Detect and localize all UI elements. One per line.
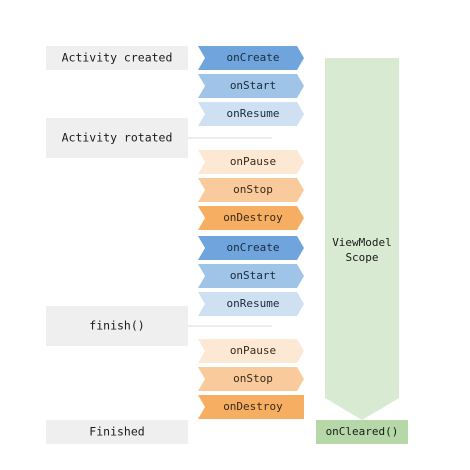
step-chevron — [198, 102, 304, 126]
on-cleared-label: onCleared() — [326, 425, 399, 438]
scope-label-line1: ViewModel — [332, 236, 392, 249]
event-text: Activity created — [62, 51, 173, 65]
step-label: onDestroy — [223, 211, 283, 224]
step-chevron — [198, 74, 304, 98]
lifecycle-step-onpause: onPause — [198, 150, 304, 174]
step-label: onResume — [227, 297, 280, 310]
event-text: Activity rotated — [62, 131, 173, 145]
scope-label-line2: Scope — [345, 251, 378, 264]
step-chevron — [198, 236, 304, 260]
event-box — [46, 118, 188, 158]
step-label: onPause — [230, 155, 276, 168]
event-text: finish() — [89, 319, 144, 333]
step-label: onDestroy — [223, 400, 283, 413]
step-chevron — [198, 178, 304, 202]
event-box — [46, 420, 188, 444]
lifecycle-step-oncreate: onCreate — [198, 46, 304, 70]
event-box — [46, 306, 188, 346]
step-chevron — [198, 339, 304, 363]
lifecycle-step-ondestroy: onDestroy — [198, 395, 304, 419]
step-label: onResume — [227, 107, 280, 120]
step-chevron — [198, 150, 304, 174]
step-label: onStart — [230, 79, 276, 92]
step-label: onStop — [233, 183, 273, 196]
step-label: onStop — [233, 372, 273, 385]
lifecycle-steps: onCreate onStart onResume onPause onStop onDe… — [198, 46, 304, 419]
step-chevron — [198, 395, 304, 419]
step-chevron — [198, 206, 304, 230]
step-label: onCreate — [227, 51, 280, 64]
scope-arrow — [325, 58, 399, 420]
lifecycle-step-onstop: onStop — [198, 367, 304, 391]
lifecycle-step-onstart: onStart — [198, 264, 304, 288]
step-chevron — [198, 264, 304, 288]
lifecycle-step-onstop: onStop — [198, 178, 304, 202]
dividers — [188, 137, 272, 327]
lifecycle-step-oncreate: onCreate — [198, 236, 304, 260]
step-label: onStart — [230, 269, 276, 282]
lifecycle-step-onresume: onResume — [198, 102, 304, 126]
step-chevron — [198, 292, 304, 316]
step-chevron — [198, 367, 304, 391]
lifecycle-step-ondestroy: onDestroy — [198, 206, 304, 230]
lifecycle-step-onresume: onResume — [198, 292, 304, 316]
lifecycle-step-onstart: onStart — [198, 74, 304, 98]
lifecycle-step-onpause: onPause — [198, 339, 304, 363]
step-chevron — [198, 46, 304, 70]
event-label: Activity rotated — [46, 118, 188, 158]
step-label: onPause — [230, 344, 276, 357]
event-label: finish() — [46, 306, 188, 346]
event-label: Finished — [46, 420, 188, 444]
event-text: Finished — [89, 425, 144, 439]
event-box — [46, 46, 188, 70]
event-label: Activity created — [46, 46, 188, 70]
on-cleared-box — [316, 420, 408, 444]
step-label: onCreate — [227, 241, 280, 254]
